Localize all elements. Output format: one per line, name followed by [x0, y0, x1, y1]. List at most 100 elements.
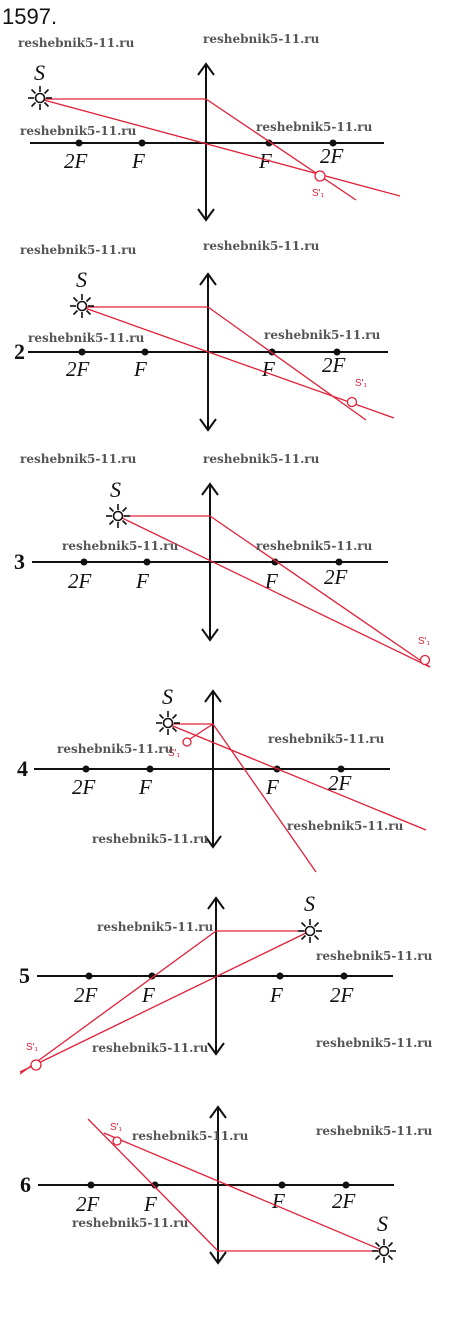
- figure-1: 2F F F 2F S S'₁ reshebnik5-11.ru reshebn…: [18, 32, 401, 222]
- watermark: reshebnik5-11.ru: [132, 1129, 249, 1143]
- label-image: S'₁: [355, 378, 368, 389]
- point-f-right: [276, 972, 284, 980]
- ray-through-focus: [205, 98, 357, 201]
- watermark: reshebnik5-11.ru: [28, 331, 145, 345]
- label-source: S: [162, 684, 173, 709]
- point-2f-left: [87, 1181, 95, 1189]
- point-2f-right: [329, 139, 337, 147]
- point-2f-left: [82, 765, 90, 773]
- label-2f-left: 2F: [64, 149, 88, 173]
- label-image: S'₁: [110, 1122, 123, 1133]
- point-2f-right: [333, 348, 341, 356]
- point-2f-right: [335, 558, 343, 566]
- lens-arrow-bottom: [199, 418, 217, 432]
- image-point: [30, 1059, 42, 1071]
- point-f-right: [271, 558, 279, 566]
- figure-number: 6: [20, 1172, 31, 1197]
- label-2f-right: 2F: [324, 565, 348, 589]
- point-2f-left: [78, 348, 86, 356]
- figure-number: 5: [19, 963, 30, 988]
- watermark: reshebnik5-11.ru: [203, 239, 320, 253]
- watermark: reshebnik5-11.ru: [316, 1036, 433, 1050]
- point-2f-right: [337, 765, 345, 773]
- label-f-right: F: [264, 569, 278, 593]
- figure-number: 2: [14, 339, 25, 364]
- label-f-left: F: [135, 569, 149, 593]
- lens-arrow-bottom: [204, 835, 222, 849]
- watermark: reshebnik5-11.ru: [20, 124, 137, 138]
- source-icon: [371, 1238, 397, 1264]
- point-f-left: [148, 972, 156, 980]
- point-2f-left: [80, 558, 88, 566]
- point-f-left: [151, 1181, 159, 1189]
- lens-arrow-top: [199, 272, 217, 286]
- label-f-left: F: [143, 1192, 157, 1216]
- point-f-left: [143, 558, 151, 566]
- ray-through-center: [103, 1132, 385, 1252]
- watermark: reshebnik5-11.ru: [97, 920, 214, 934]
- source-icon: [105, 503, 131, 529]
- image-point: [419, 654, 431, 666]
- watermark: reshebnik5-11.ru: [287, 819, 404, 833]
- watermark: reshebnik5-11.ru: [256, 539, 373, 553]
- ray-through-focus: [19, 930, 217, 1075]
- label-f-right: F: [265, 775, 279, 799]
- label-2f-right: 2F: [328, 771, 352, 795]
- ray-through-center: [167, 723, 427, 831]
- label-2f-right: 2F: [332, 1189, 356, 1213]
- image-point: [182, 737, 192, 747]
- label-image: S'₁: [26, 1042, 39, 1053]
- point-2f-left: [85, 972, 93, 980]
- lens-arrow-bottom: [201, 628, 219, 642]
- ray-through-center: [19, 930, 311, 1073]
- label-2f-left: 2F: [74, 983, 98, 1007]
- figure-3: 2F F F 2F S S'₁ reshebnik5-11.ru reshebn…: [14, 452, 431, 668]
- point-f-left: [141, 348, 149, 356]
- point-f-right: [278, 1181, 286, 1189]
- watermark: reshebnik5-11.ru: [264, 328, 381, 342]
- figure-5: 2F F F 2F S S'₁ reshebnik5-11.ru reshebn…: [19, 891, 433, 1075]
- ray-through-focus: [207, 306, 367, 421]
- label-image: S'₁: [312, 188, 325, 199]
- watermark: reshebnik5-11.ru: [316, 1124, 433, 1138]
- source-icon: [27, 85, 53, 111]
- source-icon: [155, 710, 181, 736]
- ray-extension: [186, 723, 214, 742]
- label-source: S: [304, 891, 315, 916]
- label-image: S'₁: [168, 748, 181, 759]
- label-f-left: F: [133, 357, 147, 381]
- label-f-right: F: [269, 983, 283, 1007]
- lens-arrow-top: [197, 62, 215, 76]
- source-icon: [69, 293, 95, 319]
- label-2f-left: 2F: [68, 569, 92, 593]
- figure-number: 3: [14, 549, 25, 574]
- figure-number: 4: [17, 756, 28, 781]
- point-2f-right: [340, 972, 348, 980]
- source-icon: [297, 918, 323, 944]
- problem-number: 1597.: [2, 4, 58, 29]
- watermark: reshebnik5-11.ru: [203, 32, 320, 46]
- label-2f-left: 2F: [72, 775, 96, 799]
- image-point: [112, 1136, 122, 1146]
- label-f-right: F: [261, 357, 275, 381]
- lens-arrow-bottom: [209, 1251, 227, 1265]
- label-2f-right: 2F: [322, 353, 346, 377]
- ray-through-focus: [209, 515, 431, 668]
- ray-through-focus: [87, 1118, 219, 1252]
- figure-4: 2F F F 2F S S'₁ reshebnik5-11.ru reshebn…: [17, 684, 427, 873]
- lens-arrow-bottom: [207, 1042, 225, 1056]
- figure-6: 2F F F 2F S S'₁ reshebnik5-11.ru reshebn…: [20, 1105, 433, 1265]
- watermark: reshebnik5-11.ru: [316, 949, 433, 963]
- point-f-left: [146, 765, 154, 773]
- image-point: [346, 396, 358, 408]
- lens-arrow-top: [204, 689, 222, 703]
- watermark: reshebnik5-11.ru: [20, 452, 137, 466]
- label-source: S: [377, 1211, 388, 1236]
- image-point: [314, 170, 326, 182]
- ray-through-center: [81, 306, 395, 419]
- ray-through-center: [39, 98, 401, 197]
- label-f-left: F: [138, 775, 152, 799]
- label-f-left: F: [141, 983, 155, 1007]
- point-2f-right: [342, 1181, 350, 1189]
- label-image: S'₁: [418, 636, 431, 647]
